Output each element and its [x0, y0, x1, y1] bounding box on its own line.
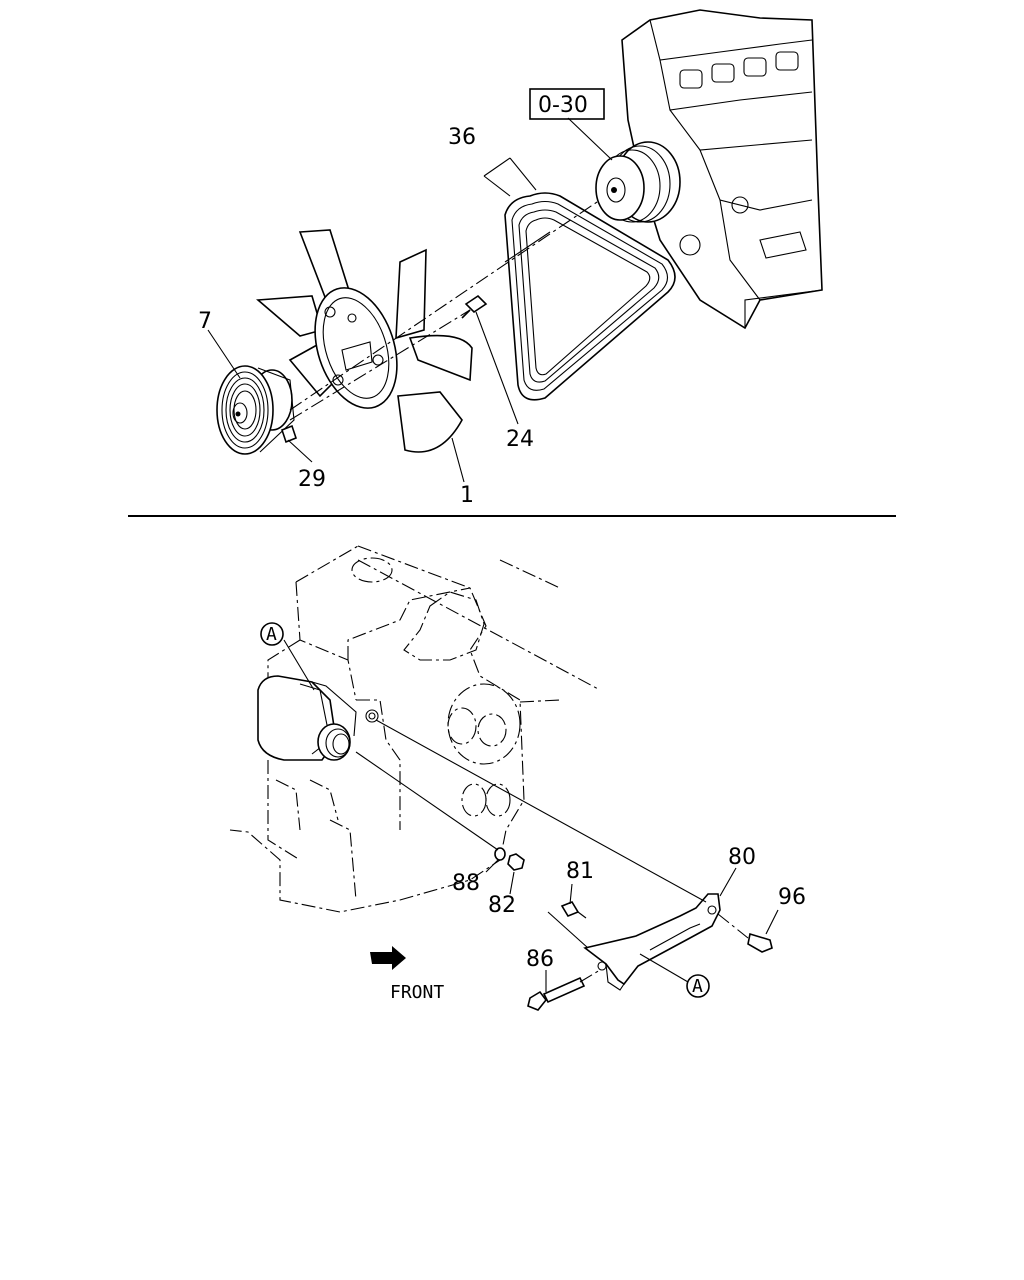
washer-88 [494, 847, 506, 861]
label-part-88: 88 [452, 871, 480, 896]
engine-block-bottom [229, 545, 601, 913]
label-reference-0-30: 0-30 [538, 93, 588, 118]
front-direction-label: FRONT [390, 982, 444, 1003]
thermostat-housing [257, 675, 357, 761]
label-part-36: 36 [448, 125, 476, 150]
bolt-29 [281, 424, 297, 444]
label-part-24: 24 [506, 427, 534, 452]
label-mark-a-lower: A [692, 976, 703, 997]
reference-mark-a-lower: A [686, 974, 710, 998]
label-part-7: 7 [198, 309, 212, 334]
label-part-1: 1 [460, 483, 474, 508]
label-part-80: 80 [728, 845, 756, 870]
engine-block-top [621, 9, 823, 330]
label-part-81: 81 [566, 859, 594, 884]
reference-box [529, 88, 605, 120]
assembly-centerlines [289, 199, 601, 421]
label-mark-a-upper: A [266, 624, 277, 645]
cooling-fan [256, 229, 473, 453]
bolt-24 [461, 294, 488, 319]
ribbed-v-belt [504, 192, 676, 401]
crank-pulley [595, 141, 681, 223]
nut-82 [507, 853, 525, 871]
stud-hole [365, 709, 379, 723]
label-part-86: 86 [526, 947, 554, 972]
reference-mark-a-upper: A [260, 622, 284, 646]
leader-lines-bottom [283, 639, 779, 992]
label-part-29: 29 [298, 467, 326, 492]
assembly-centerlines-bottom [355, 719, 749, 983]
bolt-86 [527, 976, 586, 1011]
label-part-82: 82 [488, 893, 516, 918]
leader-lines-top [207, 117, 613, 483]
bolt-96 [747, 932, 773, 953]
label-part-96: 96 [778, 885, 806, 910]
bracket-80 [547, 893, 721, 991]
bolt-81 [560, 901, 587, 919]
fan-clutch [216, 365, 295, 455]
front-arrow-icon [370, 946, 406, 970]
